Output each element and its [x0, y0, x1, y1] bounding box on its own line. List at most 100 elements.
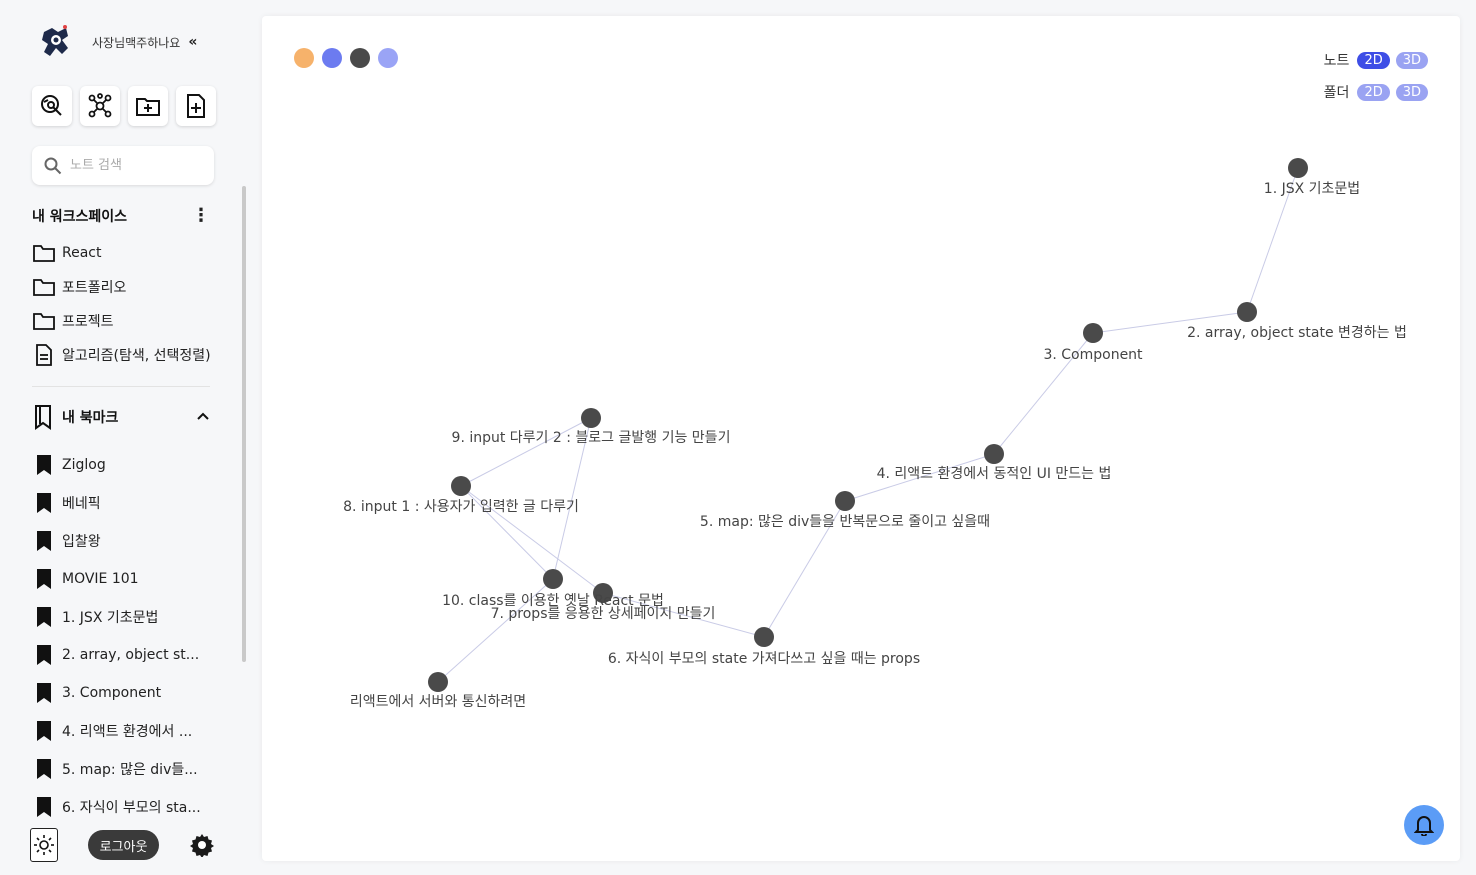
graph-node[interactable]: [835, 491, 855, 511]
graph-node[interactable]: [581, 408, 601, 428]
graph-node[interactable]: [1288, 158, 1308, 178]
graph-search-icon: [41, 95, 62, 116]
workspace-item-label: 알고리즘(탐색, 선택정렬): [62, 348, 211, 364]
bookmark-item[interactable]: 베네픽: [34, 484, 214, 522]
bookmark-label: 6. 자식이 부모의 sta...: [62, 800, 201, 816]
graph-node-label[interactable]: 1. JSX 기초문법: [1264, 181, 1360, 197]
bookmarks-header[interactable]: 내 북마크: [32, 404, 210, 430]
notification-button[interactable]: [1404, 805, 1444, 845]
bookmark-label: 베네픽: [62, 496, 101, 512]
workspace-item-algorithm[interactable]: 알고리즘(탐색, 선택정렬): [32, 338, 232, 372]
palette-dot-dark[interactable]: [350, 48, 370, 68]
workspace-title: 내 워크스페이스: [32, 209, 128, 225]
bookmark-icon: [37, 683, 51, 703]
bookmark-label: 4. 리액트 환경에서 ...: [62, 724, 193, 740]
bookmark-icon: [37, 493, 51, 513]
bookmark-item[interactable]: 2. array, object st...: [34, 636, 214, 674]
graph-edge: [1246, 167, 1299, 313]
note-graph[interactable]: 1. JSX 기초문법 2. array, object state 변경하는 법…: [262, 16, 1460, 861]
sidebar-divider: [32, 386, 210, 387]
sidebar-footer: 로그아웃: [30, 828, 220, 862]
graph-node-label[interactable]: 4. 리액트 환경에서 동적인 UI 만드는 법: [877, 466, 1112, 482]
graph-node-label[interactable]: 6. 자식이 부모의 state 가져다쓰고 싶을 때는 props: [608, 651, 920, 667]
note-2d-button[interactable]: 2D: [1357, 51, 1390, 69]
graph-node-label[interactable]: 10. class를 이용한 옛날 React 문법: [442, 593, 664, 609]
graph-node[interactable]: [1083, 323, 1103, 343]
graph-search-button[interactable]: [32, 86, 72, 126]
bookmarks-title: 내 북마크: [62, 410, 119, 426]
palette-dot-orange[interactable]: [294, 48, 314, 68]
sun-icon: [34, 835, 54, 855]
add-note-button[interactable]: [176, 86, 216, 126]
note-search-input[interactable]: [70, 158, 200, 173]
graph-node-label[interactable]: 9. input 다루기 2 : 블로그 글발행 기능 만들기: [452, 430, 731, 446]
file-icon: [36, 344, 52, 366]
bookmark-label: Ziglog: [62, 457, 106, 473]
folder-graph-mode: 폴더 2D 3D: [1324, 82, 1428, 102]
chevron-up-icon[interactable]: [196, 409, 210, 425]
graph-node-label[interactable]: 7. props를 응용한 상세페이지 만들기: [491, 606, 716, 622]
bookmark-icon: [37, 759, 51, 779]
bookmark-icon: [37, 797, 51, 817]
graph-edge: [552, 417, 592, 580]
bookmark-item[interactable]: MOVIE 101: [34, 560, 214, 598]
folder-2d-button[interactable]: 2D: [1357, 83, 1390, 101]
graph-edge: [460, 417, 592, 487]
workspace-item-react[interactable]: React: [32, 236, 232, 270]
graph-view-button[interactable]: [80, 86, 120, 126]
bookmark-item[interactable]: Ziglog: [34, 446, 214, 484]
graph-node[interactable]: [428, 672, 448, 692]
graph-nodes: 1. JSX 기초문법 2. array, object state 변경하는 법…: [343, 158, 1407, 710]
workspace-item-project[interactable]: 프로젝트: [32, 304, 232, 338]
palette-dot-lavender[interactable]: [378, 48, 398, 68]
graph-edge: [602, 592, 765, 638]
theme-toggle-button[interactable]: [30, 828, 58, 862]
graph-node-label[interactable]: 8. input 1 : 사용자가 입력한 글 다루기: [343, 499, 579, 515]
graph-node-label[interactable]: 3. Component: [1043, 347, 1143, 363]
graph-node-label[interactable]: 2. array, object state 변경하는 법: [1187, 325, 1407, 341]
folder-icon: [33, 313, 55, 330]
note-3d-button[interactable]: 3D: [1395, 51, 1428, 69]
graph-node[interactable]: [543, 569, 563, 589]
graph-node-label[interactable]: 5. map: 많은 div들을 반복문으로 줄이고 싶을때: [700, 514, 990, 530]
folder-3d-button[interactable]: 3D: [1395, 83, 1428, 101]
graph-node[interactable]: [754, 627, 774, 647]
graph-node-label[interactable]: 리액트에서 서버와 통신하려면: [350, 694, 526, 710]
bookmark-item[interactable]: 5. map: 많은 div들...: [34, 750, 214, 788]
gear-icon[interactable]: [190, 833, 214, 857]
workspace-menu-button[interactable]: ⋮: [192, 205, 210, 226]
bookmark-list: Ziglog 베네픽 입찰왕 MOVIE 101 1. JSX 기초문법 2. …: [34, 446, 214, 826]
brand: 사장님맥주하나요 «: [36, 22, 197, 62]
bookmark-item[interactable]: 6. 자식이 부모의 sta...: [34, 788, 214, 826]
workspace-item-label: React: [62, 245, 102, 261]
logout-button[interactable]: 로그아웃: [88, 830, 159, 860]
workspace-item-label: 포트폴리오: [62, 280, 127, 296]
graph-icon: [88, 93, 112, 118]
palette-dot-blue[interactable]: [322, 48, 342, 68]
workspace-tree: React 포트폴리오 프로젝트 알고리즘(탐색, 선택정렬): [32, 236, 232, 372]
bookmark-item[interactable]: 3. Component: [34, 674, 214, 712]
bookmark-item[interactable]: 1. JSX 기초문법: [34, 598, 214, 636]
sidebar-scrollbar[interactable]: [242, 186, 246, 662]
workspace-item-portfolio[interactable]: 포트폴리오: [32, 270, 232, 304]
add-folder-button[interactable]: [128, 86, 168, 126]
note-search[interactable]: [32, 146, 214, 185]
sidebar: 사장님맥주하나요 «: [0, 0, 248, 875]
collapse-sidebar-icon[interactable]: «: [188, 34, 198, 50]
folder-icon: [33, 245, 55, 262]
graph-node[interactable]: [451, 476, 471, 496]
graph-node[interactable]: [984, 444, 1004, 464]
bookmark-item[interactable]: 4. 리액트 환경에서 ...: [34, 712, 214, 750]
bookmarks-icon: [35, 405, 51, 430]
graph-edge: [844, 453, 995, 502]
bookmark-icon: [37, 455, 51, 475]
graph-edge: [763, 500, 846, 638]
graph-node[interactable]: [1237, 302, 1257, 322]
color-palette: [294, 48, 398, 68]
bookmark-label: MOVIE 101: [62, 571, 139, 587]
search-icon: [44, 157, 62, 174]
bookmark-item[interactable]: 입찰왕: [34, 522, 214, 560]
bookmark-icon: [37, 607, 51, 627]
graph-node[interactable]: [593, 583, 613, 603]
